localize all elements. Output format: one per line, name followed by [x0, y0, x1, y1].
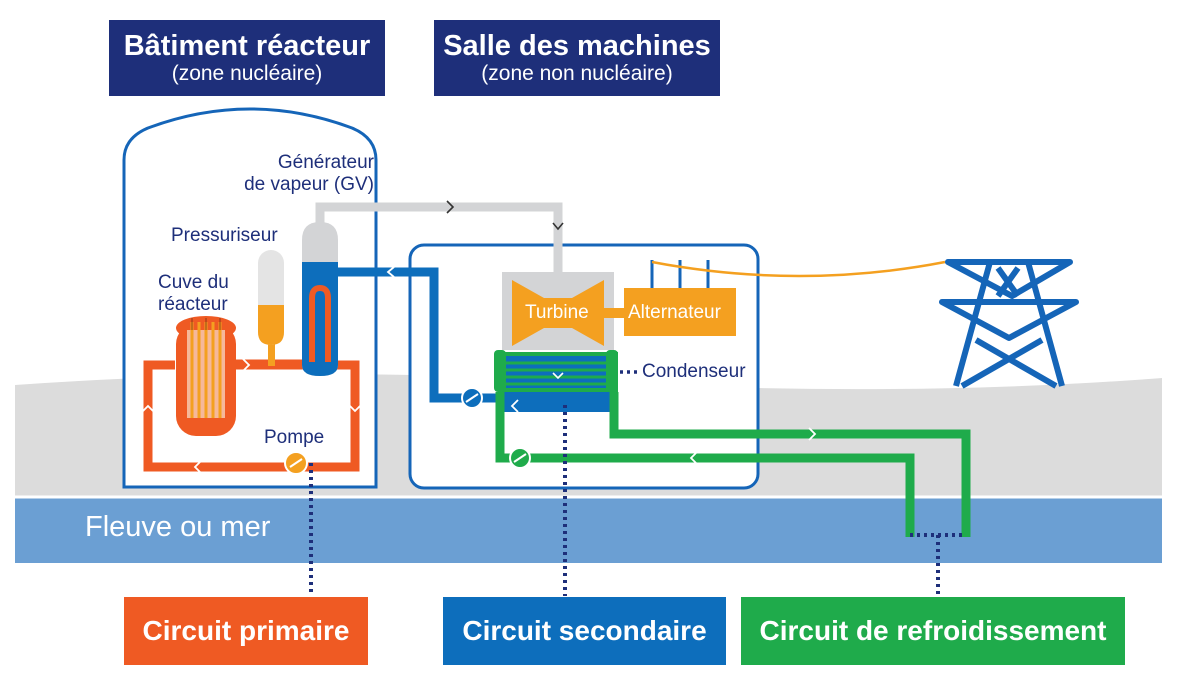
turbine-label: Turbine [525, 302, 589, 323]
condenser-label: Condenseur [642, 361, 746, 382]
pressurizer [258, 250, 284, 366]
pump-label: Pompe [264, 427, 325, 448]
pylon-icon [939, 259, 1079, 389]
cooling-circuit-return [609, 392, 971, 537]
reactor-building-header: Bâtiment réacteur (zone nucléaire) [109, 20, 385, 96]
machine-hall-title: Salle des machines [443, 30, 711, 62]
machine-hall-subtitle: (zone non nucléaire) [481, 62, 673, 85]
primary-circuit-box: Circuit primaire [124, 597, 368, 665]
power-line [651, 260, 946, 278]
cooling-circuit-intake [495, 392, 915, 537]
cooling-circuit-box: Circuit de refroidissement [741, 597, 1125, 665]
reactor-building-title: Bâtiment réacteur [123, 30, 371, 62]
reactor-vessel [176, 316, 236, 436]
alternator-shape [624, 288, 736, 336]
turbine-shape [512, 280, 604, 346]
steam-generator [302, 222, 338, 376]
steam-generator-label: Générateur de vapeur (GV) [244, 152, 374, 195]
water-body-label: Fleuve ou mer [85, 511, 271, 543]
secondary-circuit-box: Circuit secondaire [443, 597, 726, 665]
reactor-building-subtitle: (zone nucléaire) [171, 62, 323, 85]
pressurizer-label: Pressuriseur [171, 225, 278, 246]
cooling-leader [910, 533, 966, 596]
alternator-label: Alternateur [628, 302, 721, 323]
reactor-vessel-label: Cuve du réacteur [158, 272, 229, 315]
steam-pipe [315, 202, 563, 275]
condenser [494, 350, 618, 413]
water-band [15, 497, 1162, 563]
machine-hall-header: Salle des machines (zone non nucléaire) [434, 20, 720, 96]
